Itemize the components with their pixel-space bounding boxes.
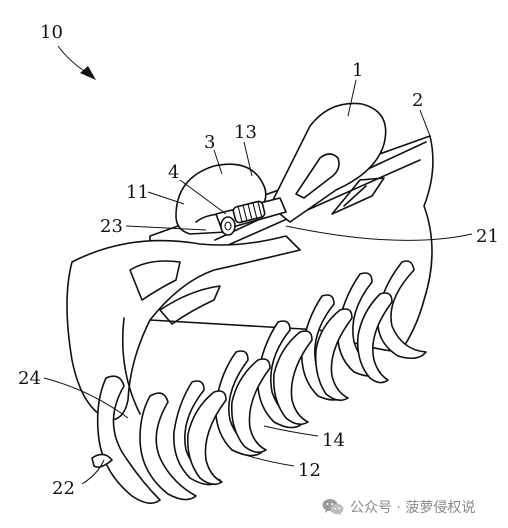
label-13: 13 [234,122,257,143]
label-11: 11 [126,182,149,203]
front-teeth [91,292,393,504]
label-24: 24 [18,368,41,389]
spring-pivot [215,197,287,236]
front-jaw-body [66,235,301,421]
label-1: 1 [352,60,363,81]
watermark: 公众号 · 菠萝侵权说 [322,497,475,517]
label-4: 4 [168,162,179,183]
reference-numerals: 10 1 2 3 13 4 11 23 21 24 14 12 22 [18,22,499,499]
label-12: 12 [298,460,321,481]
label-14: 14 [322,430,345,451]
label-21: 21 [476,226,499,247]
label-22: 22 [52,478,75,499]
leader-lines [43,79,473,485]
wechat-bubbles-icon [322,498,344,516]
label-23: 23 [100,216,123,237]
assembly-arrow [57,45,96,80]
label-10: 10 [40,22,63,43]
watermark-text: 公众号 · 菠萝侵权说 [350,500,476,516]
label-2: 2 [412,90,423,111]
label-3: 3 [204,132,215,153]
rear-handle [269,102,387,223]
